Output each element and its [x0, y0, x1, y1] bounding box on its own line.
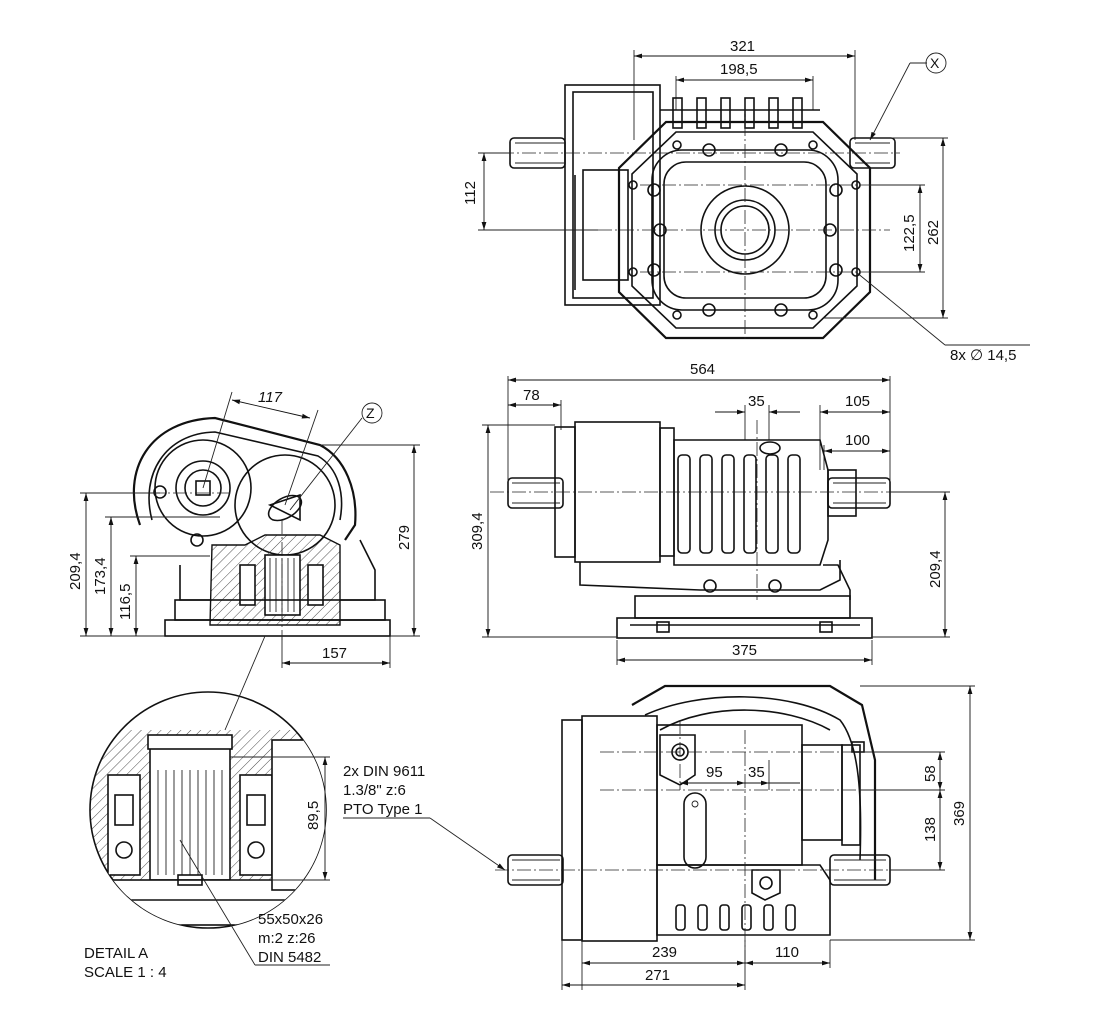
label-z: Z: [366, 405, 375, 421]
dim-279: 279: [396, 525, 413, 550]
dim-112: 112: [462, 181, 479, 205]
dim-100: 100: [845, 432, 870, 449]
section-view: 117 Z 209,4 173,4 116,5: [67, 389, 420, 731]
dim-89-5: 89,5: [305, 801, 322, 830]
spline-line2: m:2 z:26: [258, 930, 316, 947]
dim-209-4-side: 209,4: [927, 550, 944, 588]
dim-271: 271: [645, 967, 670, 984]
dim-58: 58: [922, 765, 939, 782]
dim-105: 105: [845, 393, 870, 410]
hole-note: 8x ∅ 14,5: [950, 347, 1016, 364]
dim-564: 564: [690, 361, 715, 378]
dim-95: 95: [706, 764, 723, 781]
dim-35-bottom: 35: [748, 764, 765, 781]
detail-title: DETAIL A: [84, 945, 148, 962]
dim-157: 157: [322, 645, 347, 662]
dim-110: 110: [775, 944, 799, 961]
dim-375: 375: [732, 642, 757, 659]
dim-78: 78: [523, 387, 540, 404]
dim-138: 138: [922, 817, 939, 842]
dim-116-5: 116,5: [117, 584, 134, 620]
dim-35-side: 35: [748, 393, 765, 410]
pto-line1: 2x DIN 9611: [343, 763, 425, 780]
dim-239: 239: [652, 944, 677, 961]
label-x: X: [930, 55, 940, 71]
detail-a: 89,5 55x50x26 m:2 z:26 DIN 5482 DETAIL A…: [84, 691, 506, 981]
spline-line1: 55x50x26: [258, 911, 323, 928]
dim-309-4: 309,4: [469, 512, 486, 550]
dim-117: 117: [258, 389, 283, 406]
dim-198-5: 198,5: [720, 61, 758, 78]
dim-122-5: 122,5: [901, 214, 918, 252]
top-view: 321 198,5: [462, 38, 1030, 364]
detail-scale: SCALE 1 : 4: [84, 964, 167, 981]
side-view: 564 78 35 105 100: [469, 361, 950, 665]
dim-209-4-sec: 209,4: [67, 552, 84, 590]
dim-321: 321: [730, 38, 755, 55]
pto-line2: 1.3/8" z:6: [343, 782, 406, 799]
dim-262: 262: [925, 220, 942, 245]
pto-line3: PTO Type 1: [343, 801, 423, 818]
spline-line3: DIN 5482: [258, 949, 321, 966]
bottom-view: 95 35 58 138 369 239 110 271: [495, 684, 975, 990]
dim-173-4: 173,4: [92, 557, 109, 595]
dim-369: 369: [951, 801, 968, 826]
